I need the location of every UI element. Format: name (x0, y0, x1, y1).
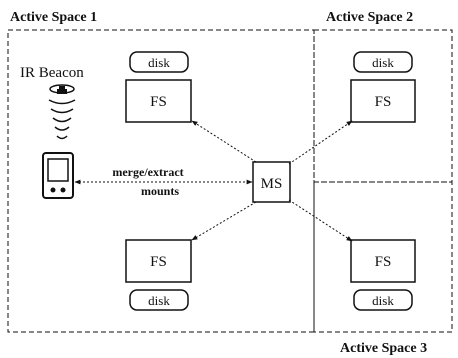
file-server-1-disk (129, 51, 189, 73)
mount-server-label: MS (261, 176, 283, 192)
file-server-4-box (350, 239, 416, 283)
file-server-3-disk (353, 51, 413, 73)
file-server-3-label: FS (375, 94, 392, 110)
active-space-3-boundary (313, 181, 453, 333)
link-ms-fs1 (191, 120, 257, 163)
mount-server-box (252, 161, 291, 203)
file-server-3-box (350, 79, 416, 123)
file-server-2-label: FS (150, 254, 167, 270)
link-ms-fs4 (288, 199, 353, 242)
file-server-4-label: FS (375, 254, 392, 270)
file-server-2-disk-label: disk (148, 293, 170, 308)
active-space-2-boundary (313, 29, 453, 183)
file-server-2-box (125, 239, 192, 283)
ir-beacon-icon (48, 84, 76, 140)
ir-beacon-label: IR Beacon (20, 65, 84, 81)
file-server-1-label: FS (150, 94, 167, 110)
link-ms-fs2 (191, 201, 257, 241)
file-server-2-disk (129, 289, 189, 311)
active-space-1-title: Active Space 1 (10, 10, 97, 25)
link-label-mounts: mounts (141, 184, 179, 198)
link-label-merge-extract: merge/extract (112, 165, 183, 179)
active-space-2-title: Active Space 2 (326, 10, 413, 25)
file-server-3-disk-label: disk (372, 55, 394, 70)
file-server-4-disk-label: disk (372, 293, 394, 308)
file-server-1-box (125, 79, 192, 123)
link-ms-fs3 (288, 120, 353, 165)
pda-device-icon (42, 152, 74, 199)
active-space-3-title: Active Space 3 (340, 341, 427, 356)
file-server-4-disk (353, 289, 413, 311)
file-server-1-disk-label: disk (148, 55, 170, 70)
